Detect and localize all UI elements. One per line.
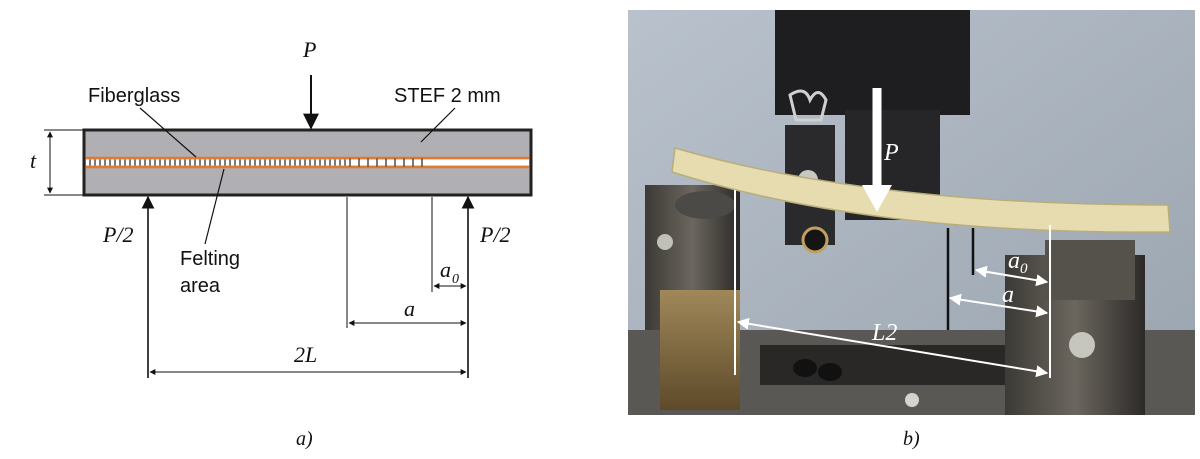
support-right-label: P/2 — [479, 222, 511, 247]
right-screw — [1069, 332, 1095, 358]
clip-spring — [788, 89, 828, 122]
photo-a-dim — [948, 293, 1049, 318]
photo-load-label: P — [883, 140, 899, 166]
panel-b-photo: P a 0 a L2 b) — [628, 10, 1195, 450]
photo-span-dim — [736, 317, 1049, 378]
stef-label: STEF 2 mm — [394, 85, 501, 107]
support-left-label: P/2 — [102, 222, 134, 247]
a0-sub: 0 — [452, 272, 459, 287]
bench-hole-2 — [818, 363, 842, 381]
photo-a0-dim — [974, 265, 1049, 287]
photo-a0-sub: 0 — [1020, 261, 1028, 277]
clip-knob — [801, 226, 829, 254]
felting-label-1: Felting — [180, 248, 240, 270]
left-roller — [675, 191, 735, 219]
bench-hole-1 — [793, 359, 817, 377]
bench-bolt — [905, 393, 919, 407]
photo-a-label: a — [1002, 282, 1014, 308]
left-screw — [657, 234, 673, 250]
load-label: P — [302, 37, 316, 62]
caption-b: b) — [903, 428, 920, 450]
a-label: a — [404, 296, 415, 321]
panel-a-schematic: P P/2 P/2 t Fiberglass STEF 2 mm Felting… — [30, 37, 533, 450]
left-support-base — [660, 290, 740, 410]
right-support-block-top — [1045, 240, 1135, 300]
photo-a0-label: a — [1008, 248, 1020, 274]
photo-specimen-bar — [671, 147, 1171, 233]
a0-label: a — [440, 257, 451, 282]
photo-span-label: L2 — [871, 320, 897, 346]
thickness-label: t — [30, 148, 37, 173]
felting-label-2: area — [180, 275, 221, 297]
crack-strip — [86, 159, 529, 166]
span-label: 2L — [294, 342, 317, 367]
fiberglass-label: Fiberglass — [88, 85, 180, 107]
photo-load-arrowhead — [862, 185, 892, 212]
stef-leader — [420, 107, 456, 143]
felting-ticks — [89, 158, 423, 167]
caption-a: a) — [296, 428, 313, 450]
felting-leader — [204, 168, 225, 245]
fiberglass-leader — [139, 107, 197, 158]
